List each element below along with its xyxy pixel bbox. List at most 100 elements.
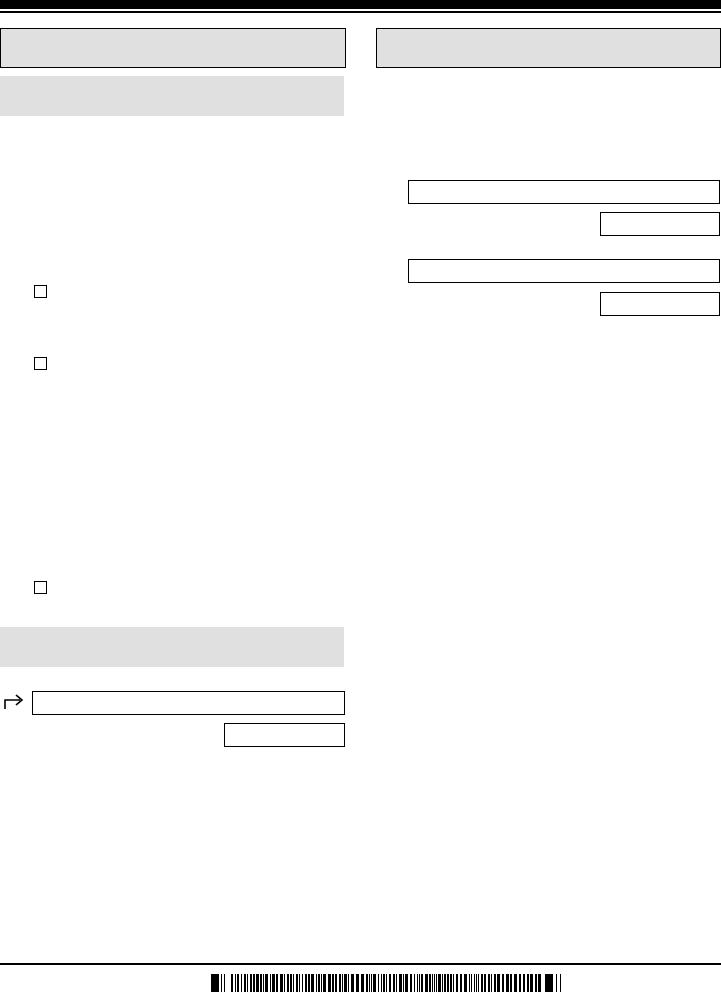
barcode-bar xyxy=(478,974,479,992)
barcode-bar xyxy=(393,974,395,992)
barcode-bar xyxy=(221,974,222,992)
barcode-bar xyxy=(284,974,285,992)
barcode-bar xyxy=(386,974,387,992)
barcode-bar xyxy=(272,974,275,992)
barcode-bar xyxy=(378,974,379,992)
barcode-bar xyxy=(414,974,415,992)
barcode-bar xyxy=(421,974,423,992)
barcode-bar xyxy=(476,974,477,992)
left-field-short[interactable] xyxy=(224,723,345,747)
barcode-bar xyxy=(442,974,443,992)
barcode-bar xyxy=(399,974,402,992)
barcode-bar xyxy=(287,974,289,992)
barcode-bar xyxy=(308,974,310,992)
barcode-bar xyxy=(514,974,517,992)
right-field-short-2[interactable] xyxy=(600,292,720,316)
barcode-bar xyxy=(497,974,500,992)
barcode-bar xyxy=(403,974,404,992)
checkbox-2[interactable] xyxy=(34,357,47,370)
arrow-right-hook-icon xyxy=(3,693,25,711)
barcode-bar xyxy=(510,974,512,992)
barcode-bar xyxy=(270,974,271,992)
barcode-bar xyxy=(491,974,492,992)
barcode-bar xyxy=(299,974,300,992)
left-section-band xyxy=(0,76,344,116)
barcode-bar xyxy=(425,974,428,992)
barcode-bar xyxy=(318,974,320,992)
barcode-bar xyxy=(405,974,408,992)
right-section-header xyxy=(376,28,721,68)
barcode-bar xyxy=(302,974,303,992)
barcode-bar xyxy=(434,974,435,992)
barcode-bar xyxy=(276,974,278,992)
barcode-bar xyxy=(527,974,529,992)
barcode-bar xyxy=(265,974,268,992)
barcode-bar xyxy=(290,974,292,992)
barcode-bar xyxy=(250,974,252,992)
left-section-band-2 xyxy=(0,627,344,667)
barcode-bar xyxy=(321,974,322,992)
right-field-long-1[interactable] xyxy=(408,180,720,204)
barcode-bar xyxy=(381,974,382,992)
barcode-bar xyxy=(371,974,372,992)
barcode-bar xyxy=(560,974,561,992)
barcode-bar xyxy=(296,974,298,992)
barcode-bar xyxy=(348,974,349,992)
barcode-bar xyxy=(339,974,341,992)
barcode-bar xyxy=(484,974,486,992)
barcode-bar xyxy=(356,974,359,992)
barcode-bar xyxy=(535,974,537,992)
barcode-bar xyxy=(383,974,385,992)
barcode-bar xyxy=(260,974,262,992)
barcode-bar xyxy=(235,974,236,992)
barcode-bar xyxy=(323,974,326,992)
barcode-bar xyxy=(389,974,391,992)
barcode-bar xyxy=(211,974,219,992)
barcode-bar xyxy=(471,974,472,992)
barcode-bar xyxy=(444,974,446,992)
top-rule xyxy=(0,0,721,9)
barcode-bar xyxy=(417,974,418,992)
barcode-bar xyxy=(488,974,490,992)
barcode-bar xyxy=(369,974,370,992)
barcode-bar xyxy=(305,974,307,992)
barcode-bar xyxy=(256,974,259,992)
barcode-bar xyxy=(519,974,521,992)
barcode-bar xyxy=(523,974,525,992)
barcode-bar xyxy=(247,974,248,992)
barcode-bar xyxy=(494,974,496,992)
checkbox-1[interactable] xyxy=(34,285,47,298)
checkbox-3[interactable] xyxy=(34,581,47,594)
barcode-bar xyxy=(450,974,452,992)
barcode-bar xyxy=(361,974,364,992)
barcode xyxy=(211,974,561,992)
barcode-bar xyxy=(311,974,314,992)
barcode-bar xyxy=(481,974,483,992)
barcode-bar xyxy=(332,974,334,992)
barcode-bar xyxy=(502,974,504,992)
barcode-bar xyxy=(530,974,533,992)
barcode-bar xyxy=(432,974,433,992)
barcode-bar xyxy=(460,974,462,992)
bottom-rule xyxy=(0,963,721,965)
barcode-bar xyxy=(335,974,337,992)
barcode-bar xyxy=(328,974,331,992)
barcode-bar xyxy=(373,974,376,992)
barcode-bar xyxy=(396,974,397,992)
barcode-bar xyxy=(545,974,553,992)
top-thin-rule xyxy=(0,11,721,13)
barcode-bar xyxy=(241,974,242,992)
barcode-bar xyxy=(538,974,541,992)
right-field-long-2[interactable] xyxy=(408,259,720,283)
barcode-bar xyxy=(231,974,233,992)
barcode-bar xyxy=(224,974,225,992)
barcode-bar xyxy=(456,974,458,992)
barcode-bar xyxy=(244,974,246,992)
left-field-long[interactable] xyxy=(32,691,345,715)
barcode-bar xyxy=(253,974,255,992)
right-field-short-1[interactable] xyxy=(600,212,720,236)
barcode-bar xyxy=(351,974,354,992)
barcode-bar xyxy=(469,974,470,992)
barcode-bar xyxy=(436,974,437,992)
